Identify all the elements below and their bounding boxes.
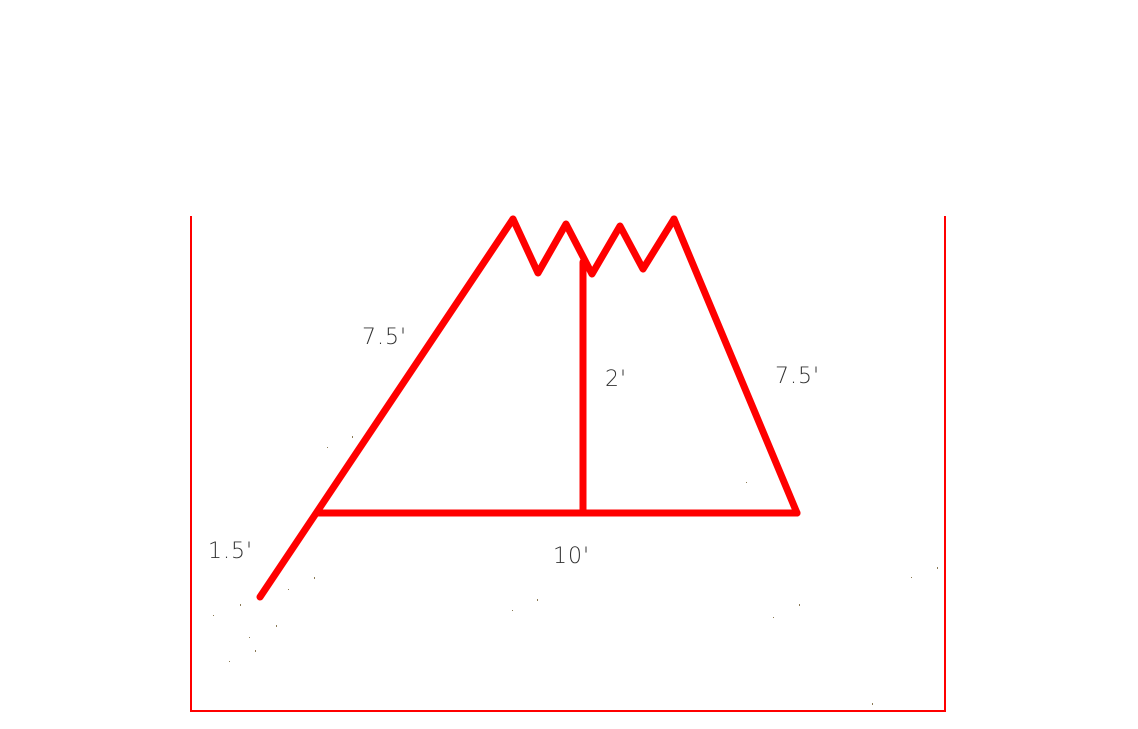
base-label: 10' [553, 544, 590, 569]
right-slope-label: 7.5' [775, 364, 820, 389]
zigzag-top-line [509, 215, 678, 278]
scan-specks [213, 436, 938, 705]
right-slope-line [670, 215, 801, 517]
left-slope-label: 7.5' [362, 325, 407, 350]
frame-border [190, 216, 946, 712]
height-label: 2' [605, 367, 627, 392]
extension-label: 1.5' [208, 539, 253, 564]
left-slope-line [256, 215, 517, 601]
